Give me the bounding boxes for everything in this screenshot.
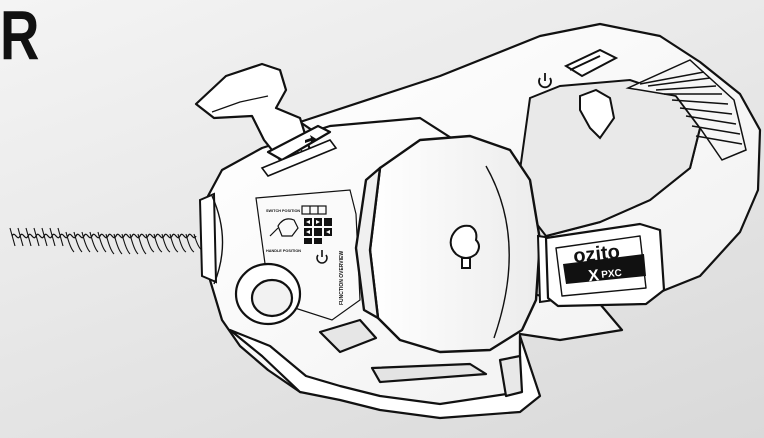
- power-icon: [316, 250, 328, 264]
- drain-cable-spring: [9, 227, 203, 255]
- base-stand: [228, 318, 542, 420]
- rear-grip: [625, 59, 747, 161]
- brand-logo: ozito: [572, 241, 621, 268]
- function-overview-label: FUNCTION OVERVIEW: [339, 251, 345, 305]
- trigger-switch: [579, 88, 616, 140]
- drum-housing: [354, 134, 542, 354]
- system-mark: X: [588, 267, 601, 285]
- handle-position-label: HANDLE POSITION: [266, 249, 301, 253]
- switch-position-label: SWITCH POSITION: [266, 209, 300, 213]
- direction-lever: [194, 62, 332, 162]
- front-nose: [198, 192, 224, 285]
- battery-pack: [544, 222, 666, 308]
- power-icon: [538, 73, 552, 89]
- side-knob: [234, 262, 302, 326]
- top-slide-button: [563, 48, 619, 78]
- drum-centre-nut: [449, 224, 480, 269]
- reverse-switch: [260, 139, 338, 177]
- system-name: PXC: [601, 268, 623, 281]
- heading-fragment: R: [0, 0, 39, 74]
